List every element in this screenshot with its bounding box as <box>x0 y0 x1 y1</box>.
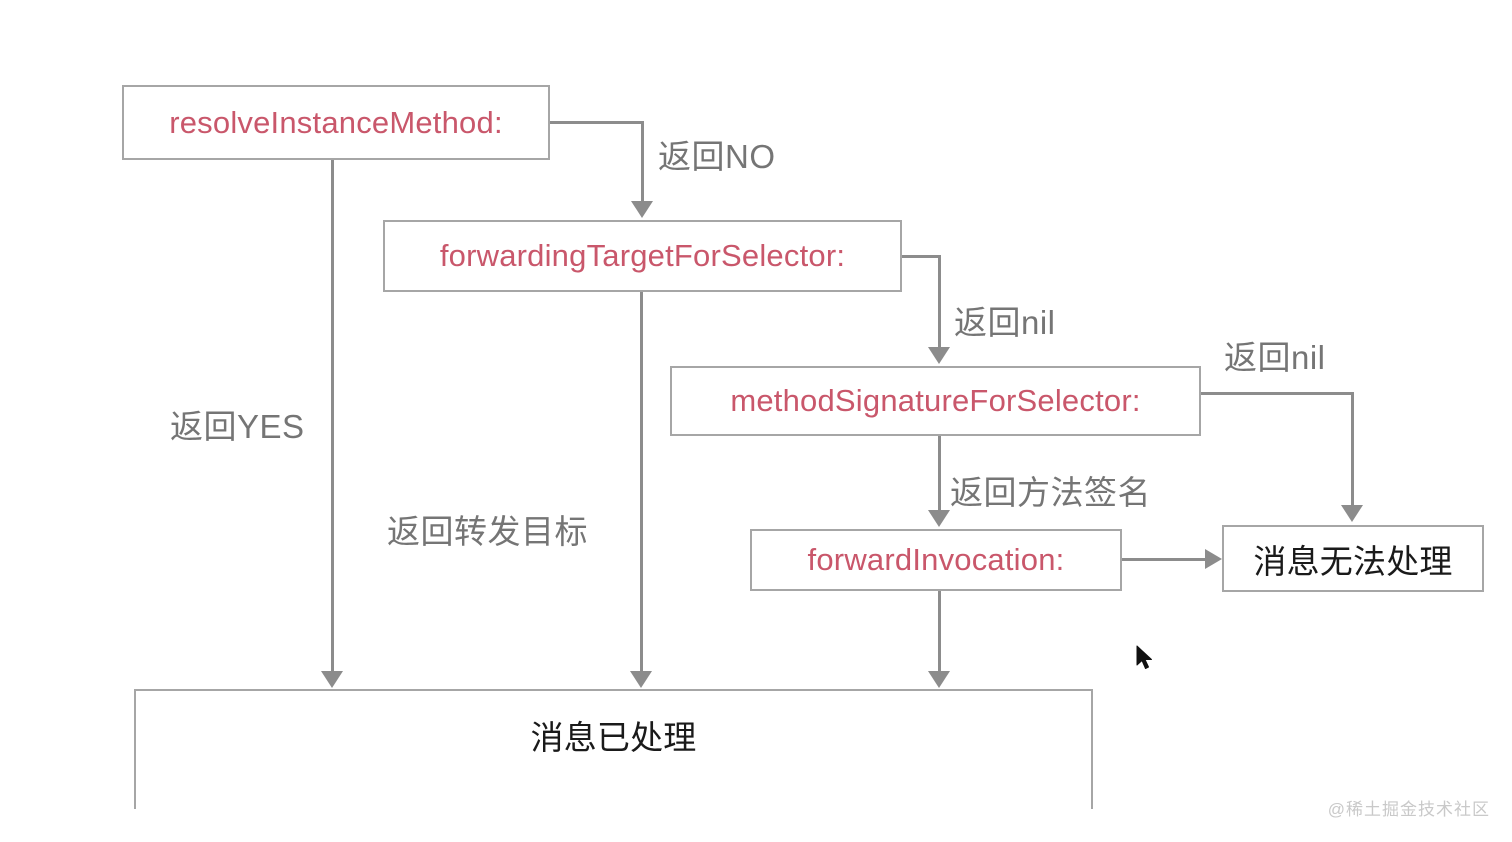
edge-invocation-to-unhandled-arrowhead <box>1205 549 1222 569</box>
edge-label-return-no: 返回NO <box>658 138 776 175</box>
node-forward-invocation[interactable]: forwardInvocation: <box>750 529 1122 591</box>
node-resolve-instance-method[interactable]: resolveInstanceMethod: <box>122 85 550 160</box>
node-forwarding-target-for-selector[interactable]: forwardingTargetForSelector: <box>383 220 902 292</box>
edge-forwarding-to-handled-vertical <box>640 290 643 673</box>
edge-resolve-to-handled-arrowhead <box>321 671 343 688</box>
edge-signature-to-invocation-vertical <box>938 434 941 512</box>
edge-invocation-to-handled-arrowhead <box>928 671 950 688</box>
node-method-signature-for-selector[interactable]: methodSignatureForSelector: <box>670 366 1201 436</box>
edge-forwarding-to-handled-arrowhead <box>630 671 652 688</box>
edge-signature-to-unhandled-horizontal <box>1199 392 1354 395</box>
node-message-handled[interactable]: 消息已处理 <box>134 689 1093 809</box>
edge-label-return-method-signature: 返回方法签名 <box>950 474 1151 511</box>
edge-signature-to-unhandled-arrowhead <box>1341 505 1363 522</box>
mouse-cursor <box>1136 645 1152 669</box>
edge-signature-to-invocation-arrowhead <box>928 510 950 527</box>
edge-label-return-nil-signature: 返回nil <box>1224 339 1326 376</box>
edge-label-return-yes: 返回YES <box>170 408 305 445</box>
edge-forwarding-to-signature-horizontal <box>900 255 941 258</box>
edge-invocation-to-unhandled-horizontal <box>1122 558 1208 561</box>
edge-resolve-to-handled-vertical <box>331 158 334 673</box>
edge-signature-to-unhandled-vertical <box>1351 392 1354 506</box>
edge-resolve-to-forwarding-arrowhead <box>631 201 653 218</box>
node-message-unhandled[interactable]: 消息无法处理 <box>1222 525 1484 592</box>
edge-resolve-to-forwarding-horizontal <box>550 121 644 124</box>
edge-invocation-to-handled-vertical <box>938 589 941 673</box>
edge-resolve-to-forwarding-vertical <box>641 121 644 203</box>
watermark: @稀土掘金技术社区 <box>1327 800 1490 819</box>
edge-forwarding-to-signature-arrowhead <box>928 347 950 364</box>
edge-label-return-forward-target: 返回转发目标 <box>387 513 588 550</box>
edge-label-return-nil-forwarding: 返回nil <box>954 304 1056 341</box>
edge-forwarding-to-signature-vertical <box>938 255 941 349</box>
